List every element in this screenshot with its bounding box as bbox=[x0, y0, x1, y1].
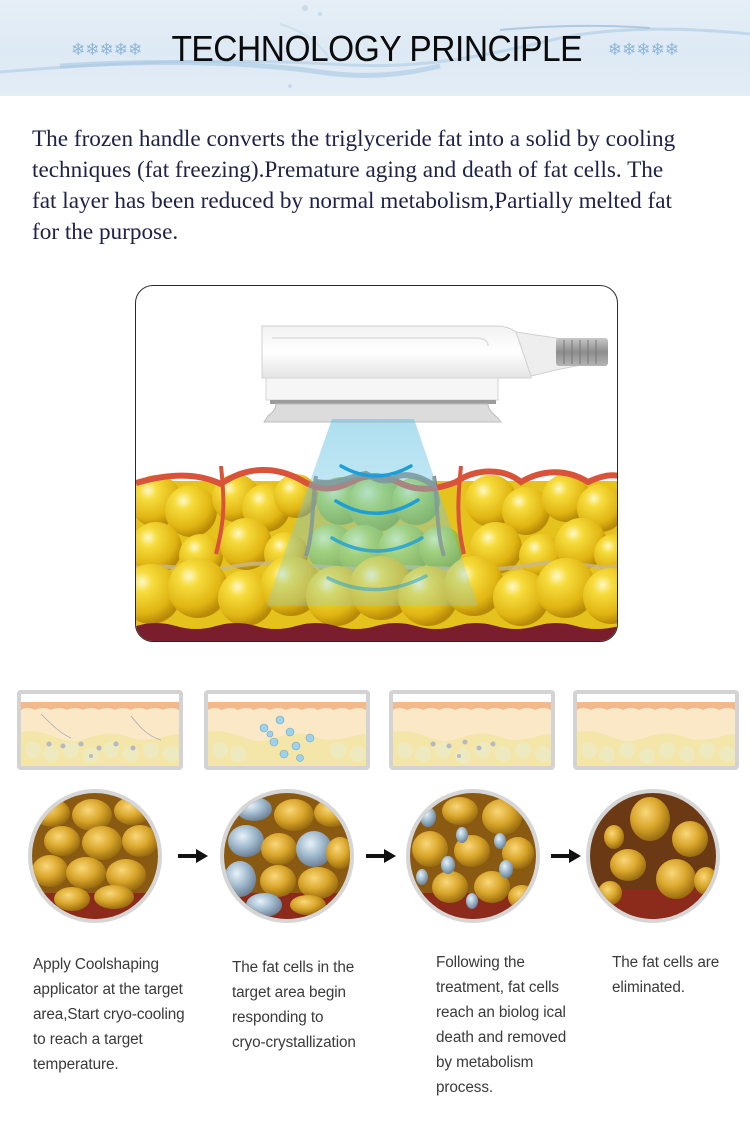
step-2-cross-section bbox=[204, 690, 370, 770]
caption-line: process. bbox=[436, 1079, 494, 1096]
step-3-fat-cells bbox=[406, 789, 540, 923]
step-2-fat-cells bbox=[220, 789, 354, 923]
caption-line: reach an biolog ical bbox=[436, 1004, 566, 1021]
step-1-caption: Apply Coolshaping applicator at the targ… bbox=[33, 952, 213, 1077]
caption-line: target area begin bbox=[232, 984, 346, 1001]
intro-line: techniques (fat freezing).Premature agin… bbox=[32, 157, 664, 183]
caption-line: treatment, fat cells bbox=[436, 979, 559, 996]
step-2-caption: The fat cells in the target area begin r… bbox=[232, 955, 412, 1055]
step-3-caption: Following the treatment, fat cells reach… bbox=[436, 950, 616, 1100]
cryolipolysis-diagram bbox=[135, 285, 618, 642]
step-4-cross-section bbox=[573, 690, 739, 770]
intro-line: The frozen handle converts the triglycer… bbox=[32, 126, 676, 152]
caption-line: Apply Coolshaping bbox=[33, 956, 159, 973]
intro-line: for the purpose. bbox=[32, 219, 179, 245]
arrow-right-icon bbox=[178, 849, 208, 863]
caption-line: eliminated. bbox=[612, 979, 685, 996]
caption-line: Following the bbox=[436, 954, 525, 971]
caption-line: The fat cells are bbox=[612, 954, 720, 971]
caption-line: by metabolism bbox=[436, 1054, 534, 1071]
step-4-caption: The fat cells are eliminated. bbox=[612, 950, 750, 1000]
applicator-handle bbox=[261, 325, 608, 423]
caption-line: The fat cells in the bbox=[232, 959, 355, 976]
header-banner: ❄❄❄❄❄ TECHNOLOGY PRINCIPLE ❄❄❄❄❄ bbox=[0, 0, 750, 96]
caption-line: temperature. bbox=[33, 1056, 119, 1073]
arrow-right-icon bbox=[551, 849, 581, 863]
step-3-cross-section bbox=[389, 690, 555, 770]
water-splash-decoration bbox=[0, 5, 750, 88]
step-1-cross-section bbox=[17, 690, 183, 770]
caption-line: applicator at the target bbox=[33, 981, 183, 998]
caption-line: death and removed bbox=[436, 1029, 567, 1046]
caption-line: area,Start cryo-cooling bbox=[33, 1006, 185, 1023]
cooling-waves bbox=[326, 464, 428, 592]
intro-paragraph: The frozen handle converts the triglycer… bbox=[32, 124, 732, 248]
caption-line: responding to bbox=[232, 1009, 324, 1026]
caption-line: cryo-crystallization bbox=[232, 1034, 356, 1051]
snowflake-icon: ❄❄❄❄❄ bbox=[607, 39, 679, 59]
step-4-fat-cells bbox=[586, 789, 720, 923]
intro-line: fat layer has been reduced by normal met… bbox=[32, 188, 672, 214]
arrow-right-icon bbox=[366, 849, 396, 863]
caption-line: to reach a target bbox=[33, 1031, 143, 1048]
snowflake-icon: ❄❄❄❄❄ bbox=[71, 39, 143, 59]
step-1-fat-cells bbox=[28, 789, 162, 923]
page-title: TECHNOLOGY PRINCIPLE bbox=[171, 28, 583, 69]
